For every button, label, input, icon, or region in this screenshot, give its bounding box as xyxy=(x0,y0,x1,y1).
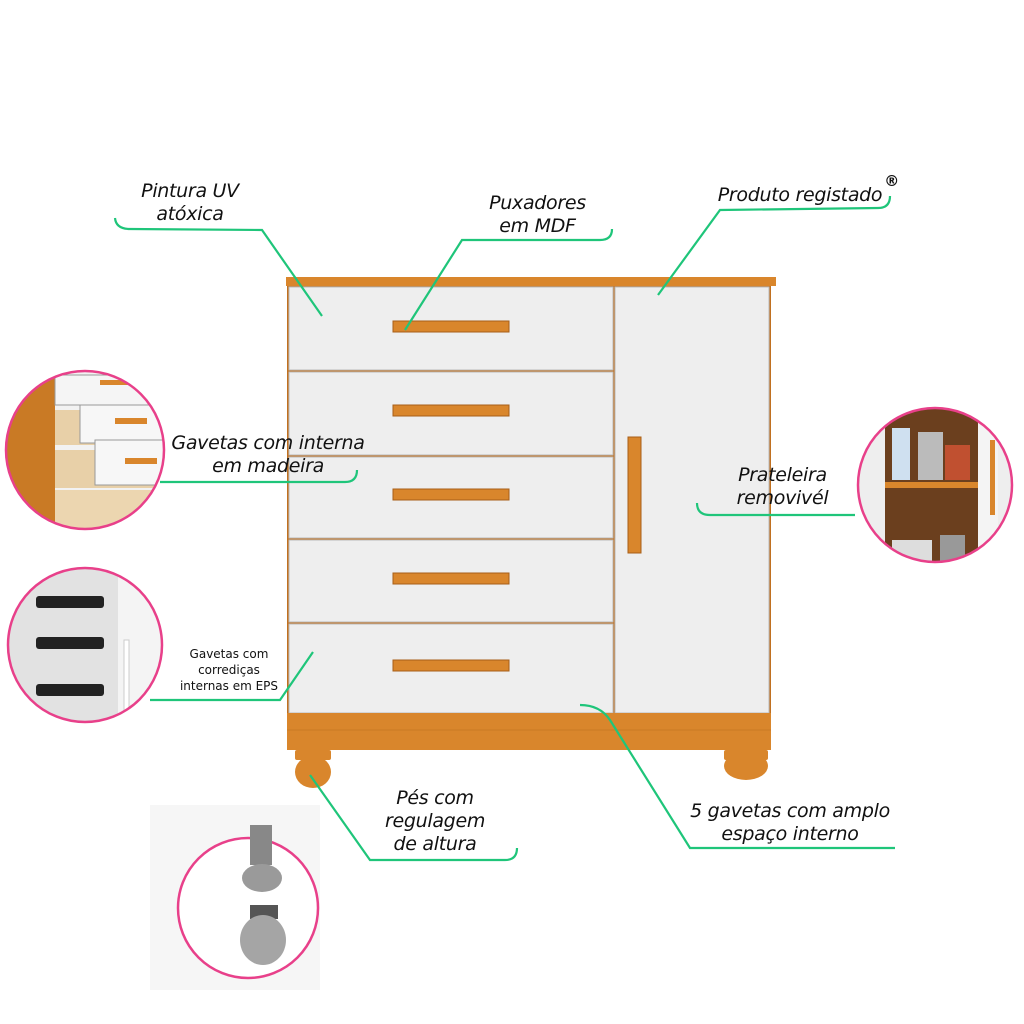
callout-text: espaço interno xyxy=(721,823,859,845)
shelf-detail xyxy=(856,406,1014,564)
callout-text: Gavetas com xyxy=(189,647,269,661)
callout-text: removivél xyxy=(736,487,829,509)
callout-text: Pintura UV xyxy=(141,180,239,202)
callout-text: em madeira xyxy=(212,455,324,477)
drawer-interior-detail xyxy=(4,369,166,531)
base xyxy=(287,713,771,750)
callout-text: de altura xyxy=(393,833,477,855)
callout-gavetas-interna: Gavetas com interna em madeira xyxy=(162,432,374,478)
callout-text: em MDF xyxy=(499,215,576,237)
top-board xyxy=(286,277,776,286)
registered-mark: ® xyxy=(884,172,899,190)
callout-text: regulagem xyxy=(384,810,486,832)
callout-text: Gavetas com interna xyxy=(171,432,365,454)
callout-text: Puxadores xyxy=(489,192,586,214)
feet xyxy=(295,750,768,788)
callout-text: 5 gavetas com amplo xyxy=(690,800,890,822)
callout-prateleira: Prateleira removivél xyxy=(715,464,850,510)
callout-text: corrediças xyxy=(198,663,260,677)
callout-text: atóxica xyxy=(156,203,224,225)
callout-pes: Pés com regulagem de altura xyxy=(370,787,500,856)
callout-corredicas: Gavetas com corrediças internas em EPS xyxy=(168,646,290,694)
drawer-handles xyxy=(392,320,642,672)
dresser xyxy=(286,277,776,788)
callout-produto: Produto registado ® xyxy=(705,172,900,207)
callout-puxadores: Puxadores em MDF xyxy=(460,192,615,238)
callout-text: Prateleira xyxy=(738,464,827,486)
callout-cinco-gavetas: 5 gavetas com amplo espaço interno xyxy=(680,800,900,846)
callout-text: Pés com xyxy=(396,787,474,809)
callout-pintura: Pintura UV atóxica xyxy=(110,180,270,226)
callout-text: Produto registado xyxy=(717,184,883,206)
callout-text: internas em EPS xyxy=(179,679,279,693)
drawer-slides-detail xyxy=(6,566,164,724)
adjustable-foot-detail xyxy=(150,805,320,990)
callout-lines xyxy=(113,195,895,862)
